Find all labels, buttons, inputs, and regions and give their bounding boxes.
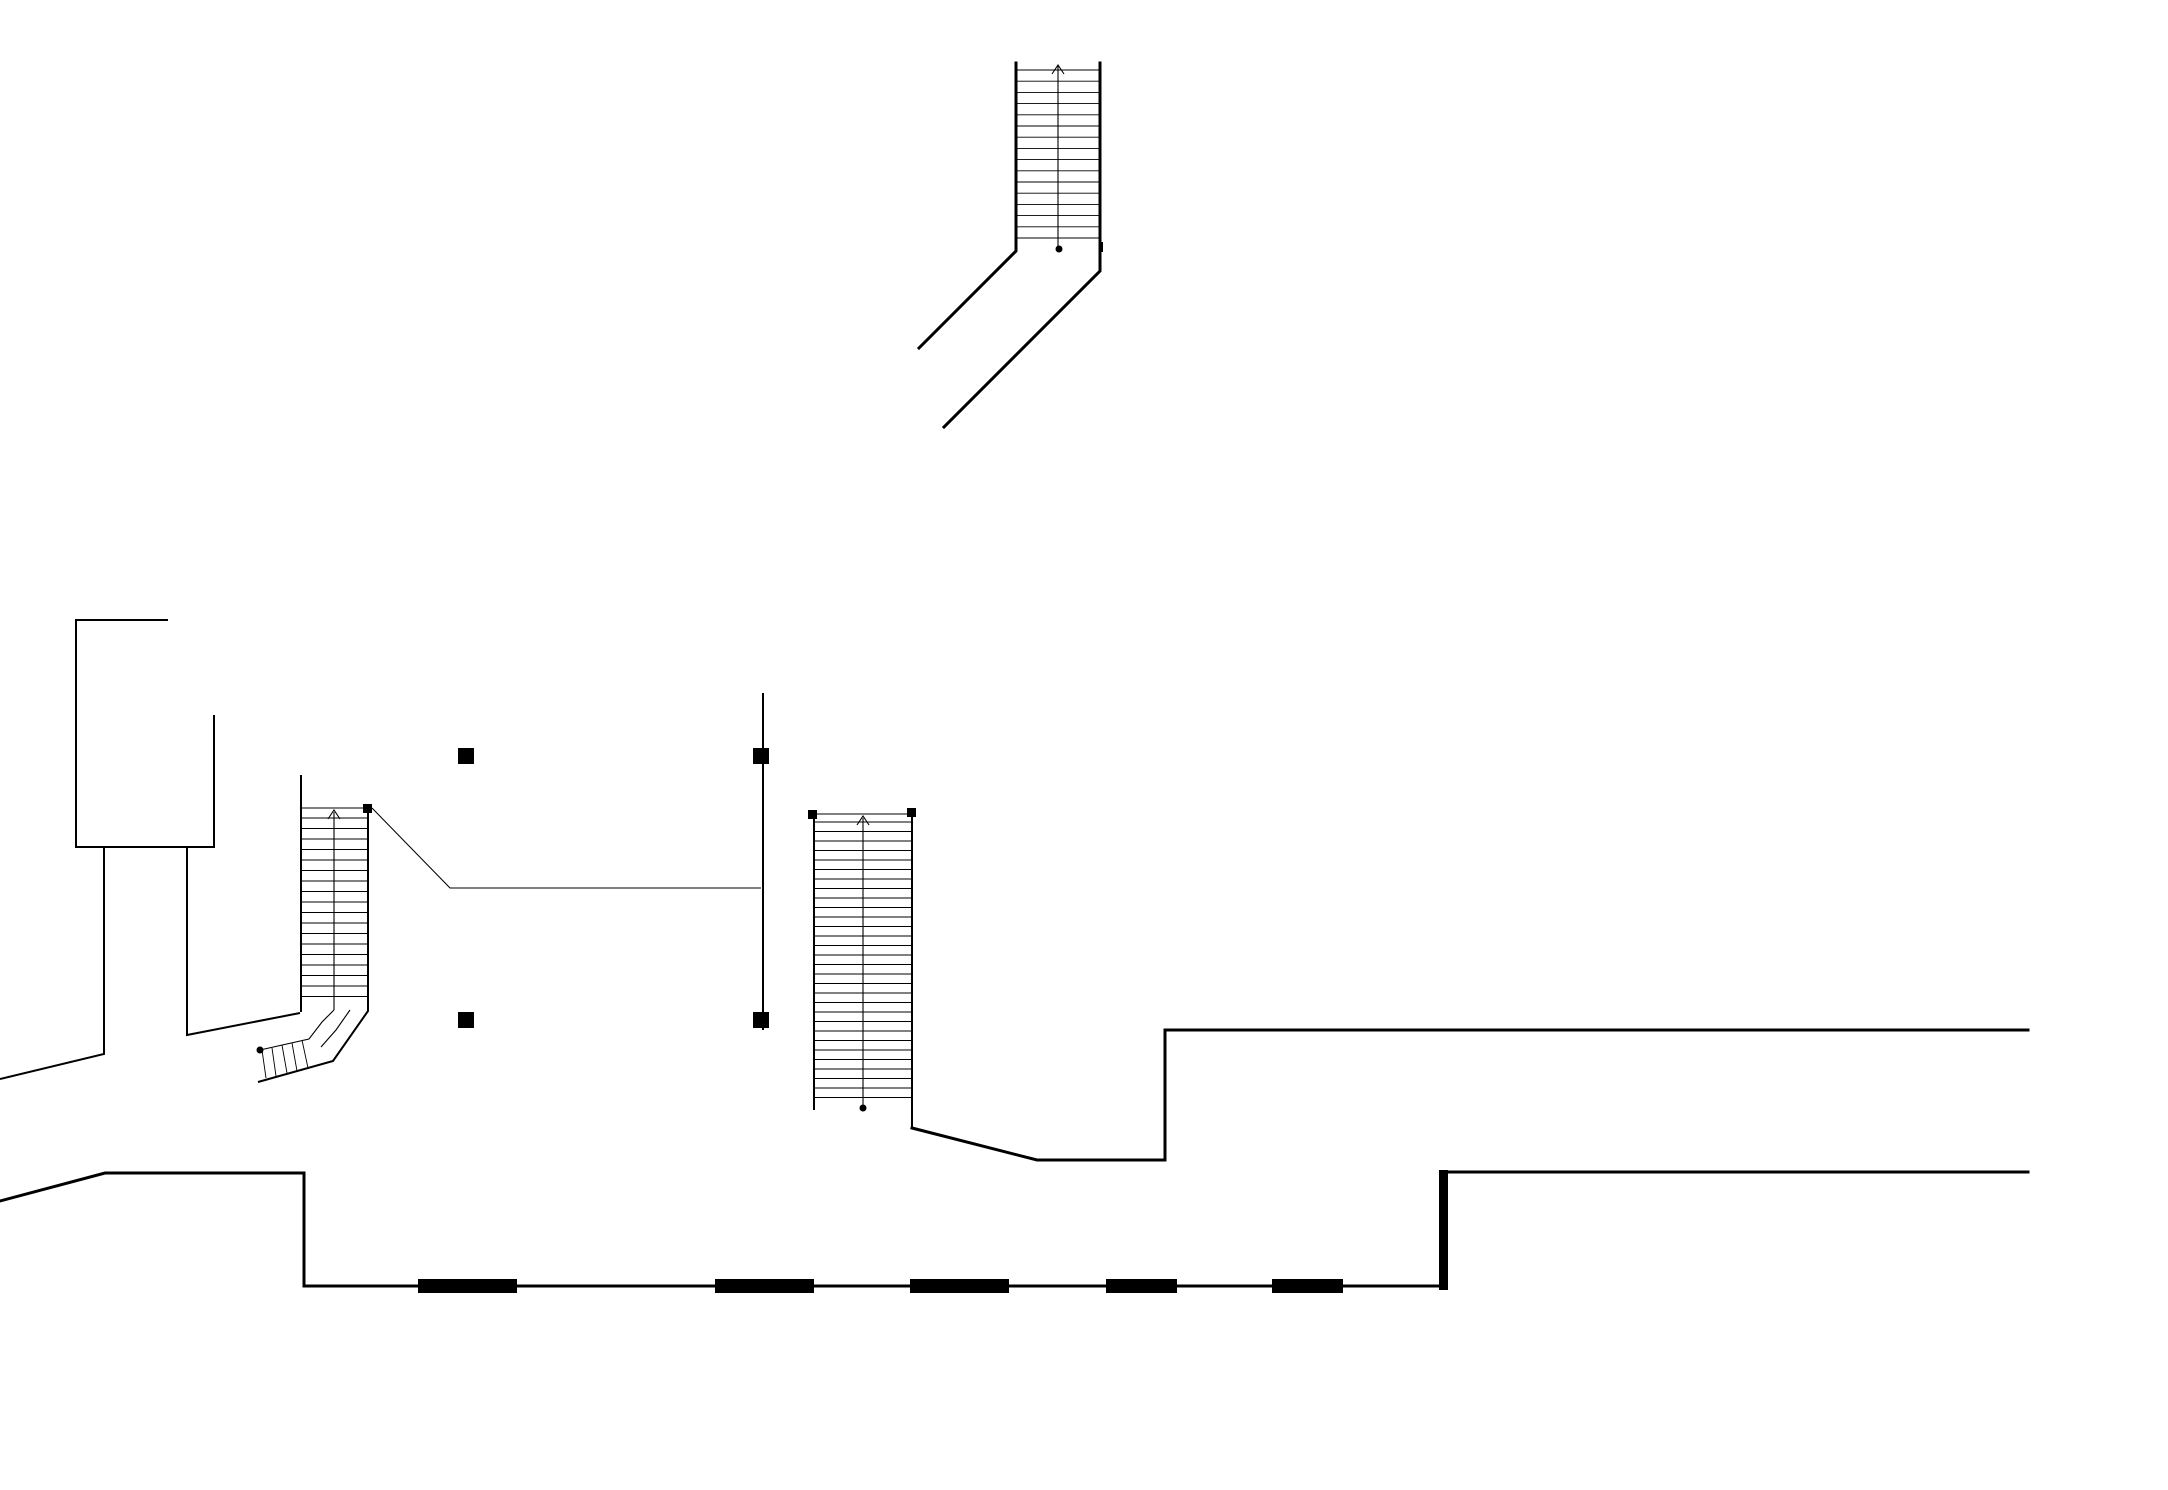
stair-north-arrow (1051, 64, 1065, 75)
column-se (753, 1012, 769, 1028)
stair-central-post-right (907, 808, 916, 817)
stair-west-winder-tread-3 (281, 1044, 288, 1074)
east-wall-thickening (1439, 1170, 1448, 1290)
west-corridor-right (186, 847, 301, 1037)
west-corridor-left (0, 847, 105, 1080)
stair-central-walls (813, 808, 913, 1128)
east-corridor-north-wall (910, 1028, 2030, 1162)
stair-central (808, 808, 916, 1128)
stair-north (916, 61, 1103, 430)
column-ne (753, 748, 769, 764)
stair-north-start-dot (1055, 245, 1063, 253)
stair-west-winder (259, 1009, 351, 1051)
stair-west-winder-tread-5 (301, 1039, 309, 1069)
stair-north-walls (916, 61, 1102, 430)
south-windows (418, 1279, 1343, 1293)
stair-west-arrow (327, 809, 341, 820)
south-exterior-wall (0, 1171, 1445, 1288)
stair-west-start-dot (256, 1046, 264, 1054)
landing-connector-line (371, 807, 761, 889)
window-5 (1272, 1279, 1343, 1293)
stair-west (256, 775, 372, 1083)
column-nw (458, 748, 474, 764)
column-sw (458, 1012, 474, 1028)
stair-west-walls (257, 775, 369, 1083)
stair-west-winder-tread-4 (291, 1042, 298, 1072)
stair-west-winder-treads (261, 1039, 309, 1079)
west-annex (0, 619, 301, 1080)
stair-central-post-left (808, 810, 817, 819)
stair-west-winder-tread-2 (271, 1047, 277, 1077)
window-2 (715, 1279, 814, 1293)
window-4 (1106, 1279, 1177, 1293)
east-corridor-south-wall (1441, 1170, 2030, 1287)
stair-central-start-dot (859, 1104, 867, 1112)
stair-north-post (1099, 242, 1103, 252)
stair-central-arrow (856, 815, 870, 826)
window-1 (418, 1279, 517, 1293)
window-3 (910, 1279, 1009, 1293)
stair-west-winder-tread-1 (261, 1049, 267, 1079)
west-room-outline (75, 619, 215, 848)
